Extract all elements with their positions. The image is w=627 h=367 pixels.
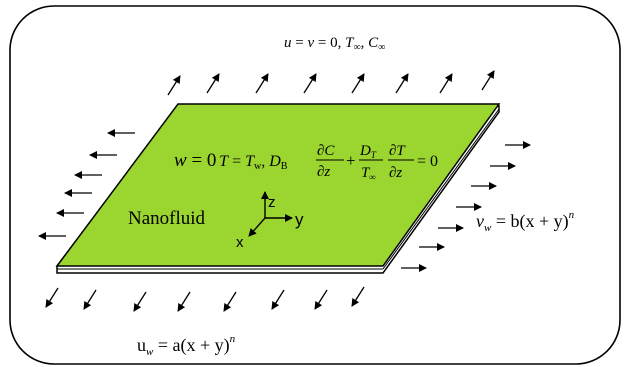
bottom-arrow <box>351 286 365 307</box>
fraction-1-denominator: ∂z <box>317 164 330 180</box>
top-arrow <box>167 75 181 96</box>
y-axis-label: y <box>295 210 304 229</box>
nanofluid-label: Nanofluid <box>128 208 206 229</box>
equals-zero: = 0 <box>417 153 438 170</box>
fraction-2-denominator: T∞ <box>361 165 376 182</box>
plate-edge-line-side <box>382 108 500 270</box>
surface-condition-lhs: w = 0 T = Tw, DB <box>174 150 288 172</box>
bottom-arrow <box>271 289 285 310</box>
z-axis-label: z <box>268 194 276 211</box>
right-arrows <box>401 141 531 272</box>
bottom-arrow <box>177 291 191 312</box>
plate-surface <box>55 103 501 267</box>
bottom-arrow <box>314 289 328 310</box>
v-wall-velocity: vw = b(x + y)n <box>476 209 575 234</box>
fraction-3-numerator: ∂T <box>389 143 406 159</box>
top-arrow <box>206 73 220 94</box>
u-wall-velocity: uw = a(x + y)n <box>137 333 236 358</box>
top-arrow <box>439 73 453 94</box>
bottom-arrows <box>45 286 365 312</box>
coordinate-axes <box>248 191 293 237</box>
top-arrow <box>481 70 495 91</box>
top-arrows <box>167 70 495 96</box>
free-stream-condition: u = v = 0, T∞, C∞ <box>284 35 385 53</box>
top-arrow <box>351 73 365 94</box>
fraction-1-numerator: ∂C <box>317 143 335 159</box>
top-arrow <box>255 73 269 94</box>
bottom-arrow <box>83 289 97 310</box>
top-arrow <box>303 73 317 94</box>
bottom-arrow <box>45 287 59 308</box>
fraction-3-denominator: ∂z <box>389 165 402 181</box>
top-arrow <box>395 73 409 94</box>
plus-sign: + <box>346 151 356 170</box>
x-axis <box>248 217 266 237</box>
bottom-arrow <box>223 291 237 312</box>
bottom-arrow <box>133 291 147 312</box>
left-arrows <box>38 129 135 240</box>
x-axis-label: x <box>236 234 244 251</box>
surface-condition: w = 0 T = Tw, DB ∂C ∂z + DT T∞ ∂T ∂z = 0 <box>174 143 438 182</box>
fraction-2-numerator: DT <box>359 143 377 160</box>
